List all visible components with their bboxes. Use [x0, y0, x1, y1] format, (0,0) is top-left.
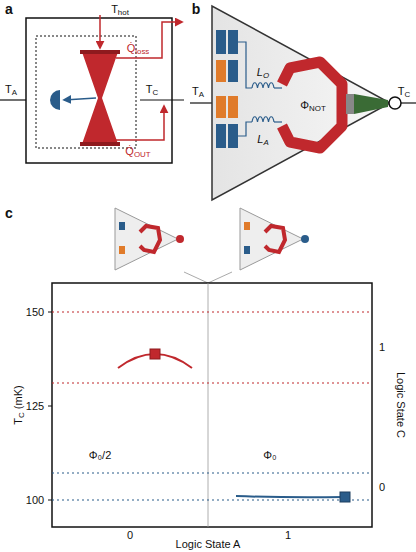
tick-label: 0 — [127, 529, 133, 541]
outer-box — [26, 18, 172, 163]
temperature-label: TC — [146, 83, 158, 95]
heat-flow-label: Q̇OUT — [125, 145, 150, 157]
thumbnail-ball — [301, 235, 309, 243]
terminal-wire — [140, 99, 184, 100]
output-node — [389, 97, 401, 109]
inductor-coil — [252, 83, 274, 88]
junction-block — [228, 60, 238, 82]
gate-triangle — [212, 6, 390, 200]
wire — [274, 87, 282, 88]
tick — [48, 312, 52, 313]
terminal-wire — [190, 102, 212, 103]
flux-label: ΦNOT — [300, 99, 325, 111]
inductor-label: LO — [257, 66, 269, 78]
panel-letter: c — [5, 206, 13, 221]
thumbnail-gate — [115, 208, 178, 270]
inductor-coil — [252, 117, 274, 122]
readout-arrow — [64, 98, 96, 100]
connector-block — [346, 94, 354, 114]
junction-block — [228, 124, 238, 148]
heat-in-arrow — [99, 15, 101, 48]
heat-out-arrow — [116, 106, 164, 140]
detector-dome — [50, 90, 60, 110]
axis-title: Logic State A — [176, 538, 241, 550]
junction-block — [216, 30, 226, 54]
zoom-line — [208, 272, 232, 283]
tick-label: 125 — [26, 400, 44, 412]
panel-b — [190, 6, 416, 200]
panel-a — [0, 15, 184, 163]
inductor-label: LA — [257, 133, 268, 145]
panel-letter: b — [192, 2, 201, 17]
thumbnail-block — [119, 246, 125, 254]
plot-frame — [52, 283, 372, 527]
tick-label: 100 — [26, 494, 44, 506]
tick-label: 150 — [26, 306, 44, 318]
dashed-box — [36, 36, 136, 148]
tick-label: 1 — [285, 529, 291, 541]
thumbnail-ball — [176, 235, 184, 243]
temperature-label: TC — [398, 85, 410, 97]
terminal-wire — [0, 99, 26, 100]
flux-loop — [282, 62, 342, 148]
threshold-line — [52, 382, 372, 383]
divider — [208, 283, 209, 527]
panel-c — [48, 208, 372, 527]
hourglass-cap — [80, 50, 120, 54]
temperature-label: Thot — [111, 3, 129, 15]
wire — [238, 122, 252, 136]
junction-block — [216, 60, 226, 82]
terminal-wire — [401, 102, 416, 103]
thumbnail-block — [119, 222, 125, 230]
temperature-label: TA — [192, 85, 204, 97]
threshold-line — [52, 311, 372, 312]
wire — [274, 121, 282, 122]
thumbnail-gate — [240, 208, 303, 270]
thumbnail-loop — [265, 226, 285, 252]
temperature-label: TA — [5, 83, 17, 95]
axis-title: Logic State C — [395, 372, 407, 438]
junction-block — [228, 96, 238, 118]
tick — [48, 406, 52, 407]
output-cone — [354, 94, 388, 114]
flux-state-label: Φ₀/2 — [89, 449, 112, 461]
heat-loss-arrow — [116, 22, 182, 58]
thumbnail-loop — [140, 226, 160, 252]
junction-block — [216, 96, 226, 118]
data-curve — [236, 496, 344, 497]
hourglass-cap — [80, 142, 120, 146]
threshold-line — [52, 499, 372, 500]
tick-label: 1 — [379, 341, 385, 353]
thumbnail-block — [244, 222, 250, 230]
wire — [238, 42, 252, 88]
threshold-line — [52, 472, 372, 473]
data-marker — [340, 492, 350, 502]
tick-label: 0 — [379, 481, 385, 493]
panel-letter: a — [5, 2, 13, 17]
flux-state-label: Φ₀ — [263, 449, 276, 461]
thumbnail-block — [244, 246, 250, 254]
axis-title: TC (mK) — [12, 385, 24, 424]
heat-flow-label: Q̇loss — [127, 42, 150, 54]
junction-block — [228, 30, 238, 54]
zoom-line — [184, 272, 208, 283]
data-marker — [150, 349, 160, 359]
junction-block — [216, 124, 226, 148]
tick — [48, 500, 52, 501]
